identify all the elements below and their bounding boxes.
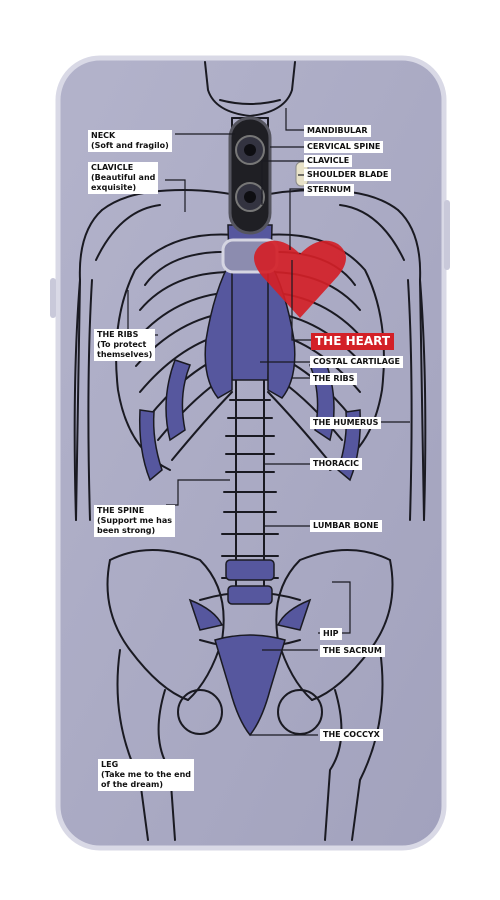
label-the-ribs-right: THE RIBS <box>310 373 358 385</box>
label-leg-title: LEG <box>101 760 119 769</box>
phone-side-button-right <box>444 200 450 270</box>
label-ribs-left-sub2: themselves) <box>97 350 153 359</box>
label-spine-sub2: been strong) <box>97 526 156 535</box>
label-the-coccyx: THE COCCYX <box>320 729 383 741</box>
camera-module <box>228 116 309 235</box>
label-the-sacrum: THE SACRUM <box>320 645 385 657</box>
label-neck-title: NECK <box>91 131 116 140</box>
label-lumbar-bone: LUMBAR BONE <box>310 520 382 532</box>
label-neck: NECK (Soft and fragilo) <box>88 130 172 152</box>
label-thoracic: THORACIC <box>310 458 363 470</box>
label-cervical-spine: CERVICAL SPINE <box>304 141 384 153</box>
label-shoulder-blade: SHOULDER BLADE <box>304 169 392 181</box>
label-spine-title: THE SPINE <box>97 506 145 515</box>
label-spine-sub1: (Support me has <box>97 516 173 525</box>
label-clavicle-left-title: CLAVICLE <box>91 163 134 172</box>
label-hip: HIP <box>320 628 342 640</box>
label-leg-sub2: of the dream) <box>101 780 163 789</box>
label-costal-cartilage: COSTAL CARTILAGE <box>310 356 403 368</box>
heart-icon <box>254 240 346 318</box>
label-the-heart: THE HEART <box>311 333 395 350</box>
highlighted-bones <box>138 224 362 737</box>
label-sternum: STERNUM <box>304 184 354 196</box>
label-leg-sub1: (Take me to the end <box>101 770 192 779</box>
label-ribs-left-sub1: (To protect <box>97 340 147 349</box>
label-clavicle-left-sub2: exquisite) <box>91 183 137 192</box>
label-clavicle-left: CLAVICLE (Beautiful and exquisite) <box>88 162 159 194</box>
label-the-humerus: THE HUMERUS <box>310 417 382 429</box>
label-mandibular: MANDIBULAR <box>304 125 371 137</box>
label-spine: THE SPINE (Support me has been strong) <box>94 505 176 537</box>
label-clavicle-left-sub1: (Beautiful and <box>91 173 156 182</box>
phone-side-button <box>50 278 56 318</box>
label-leg: LEG (Take me to the end of the dream) <box>98 759 195 791</box>
label-clavicle-right: CLAVICLE <box>304 155 353 167</box>
label-ribs-left: THE RIBS (To protect themselves) <box>94 329 156 361</box>
label-ribs-left-title: THE RIBS <box>97 330 139 339</box>
label-neck-sub: (Soft and fragilo) <box>91 141 169 150</box>
